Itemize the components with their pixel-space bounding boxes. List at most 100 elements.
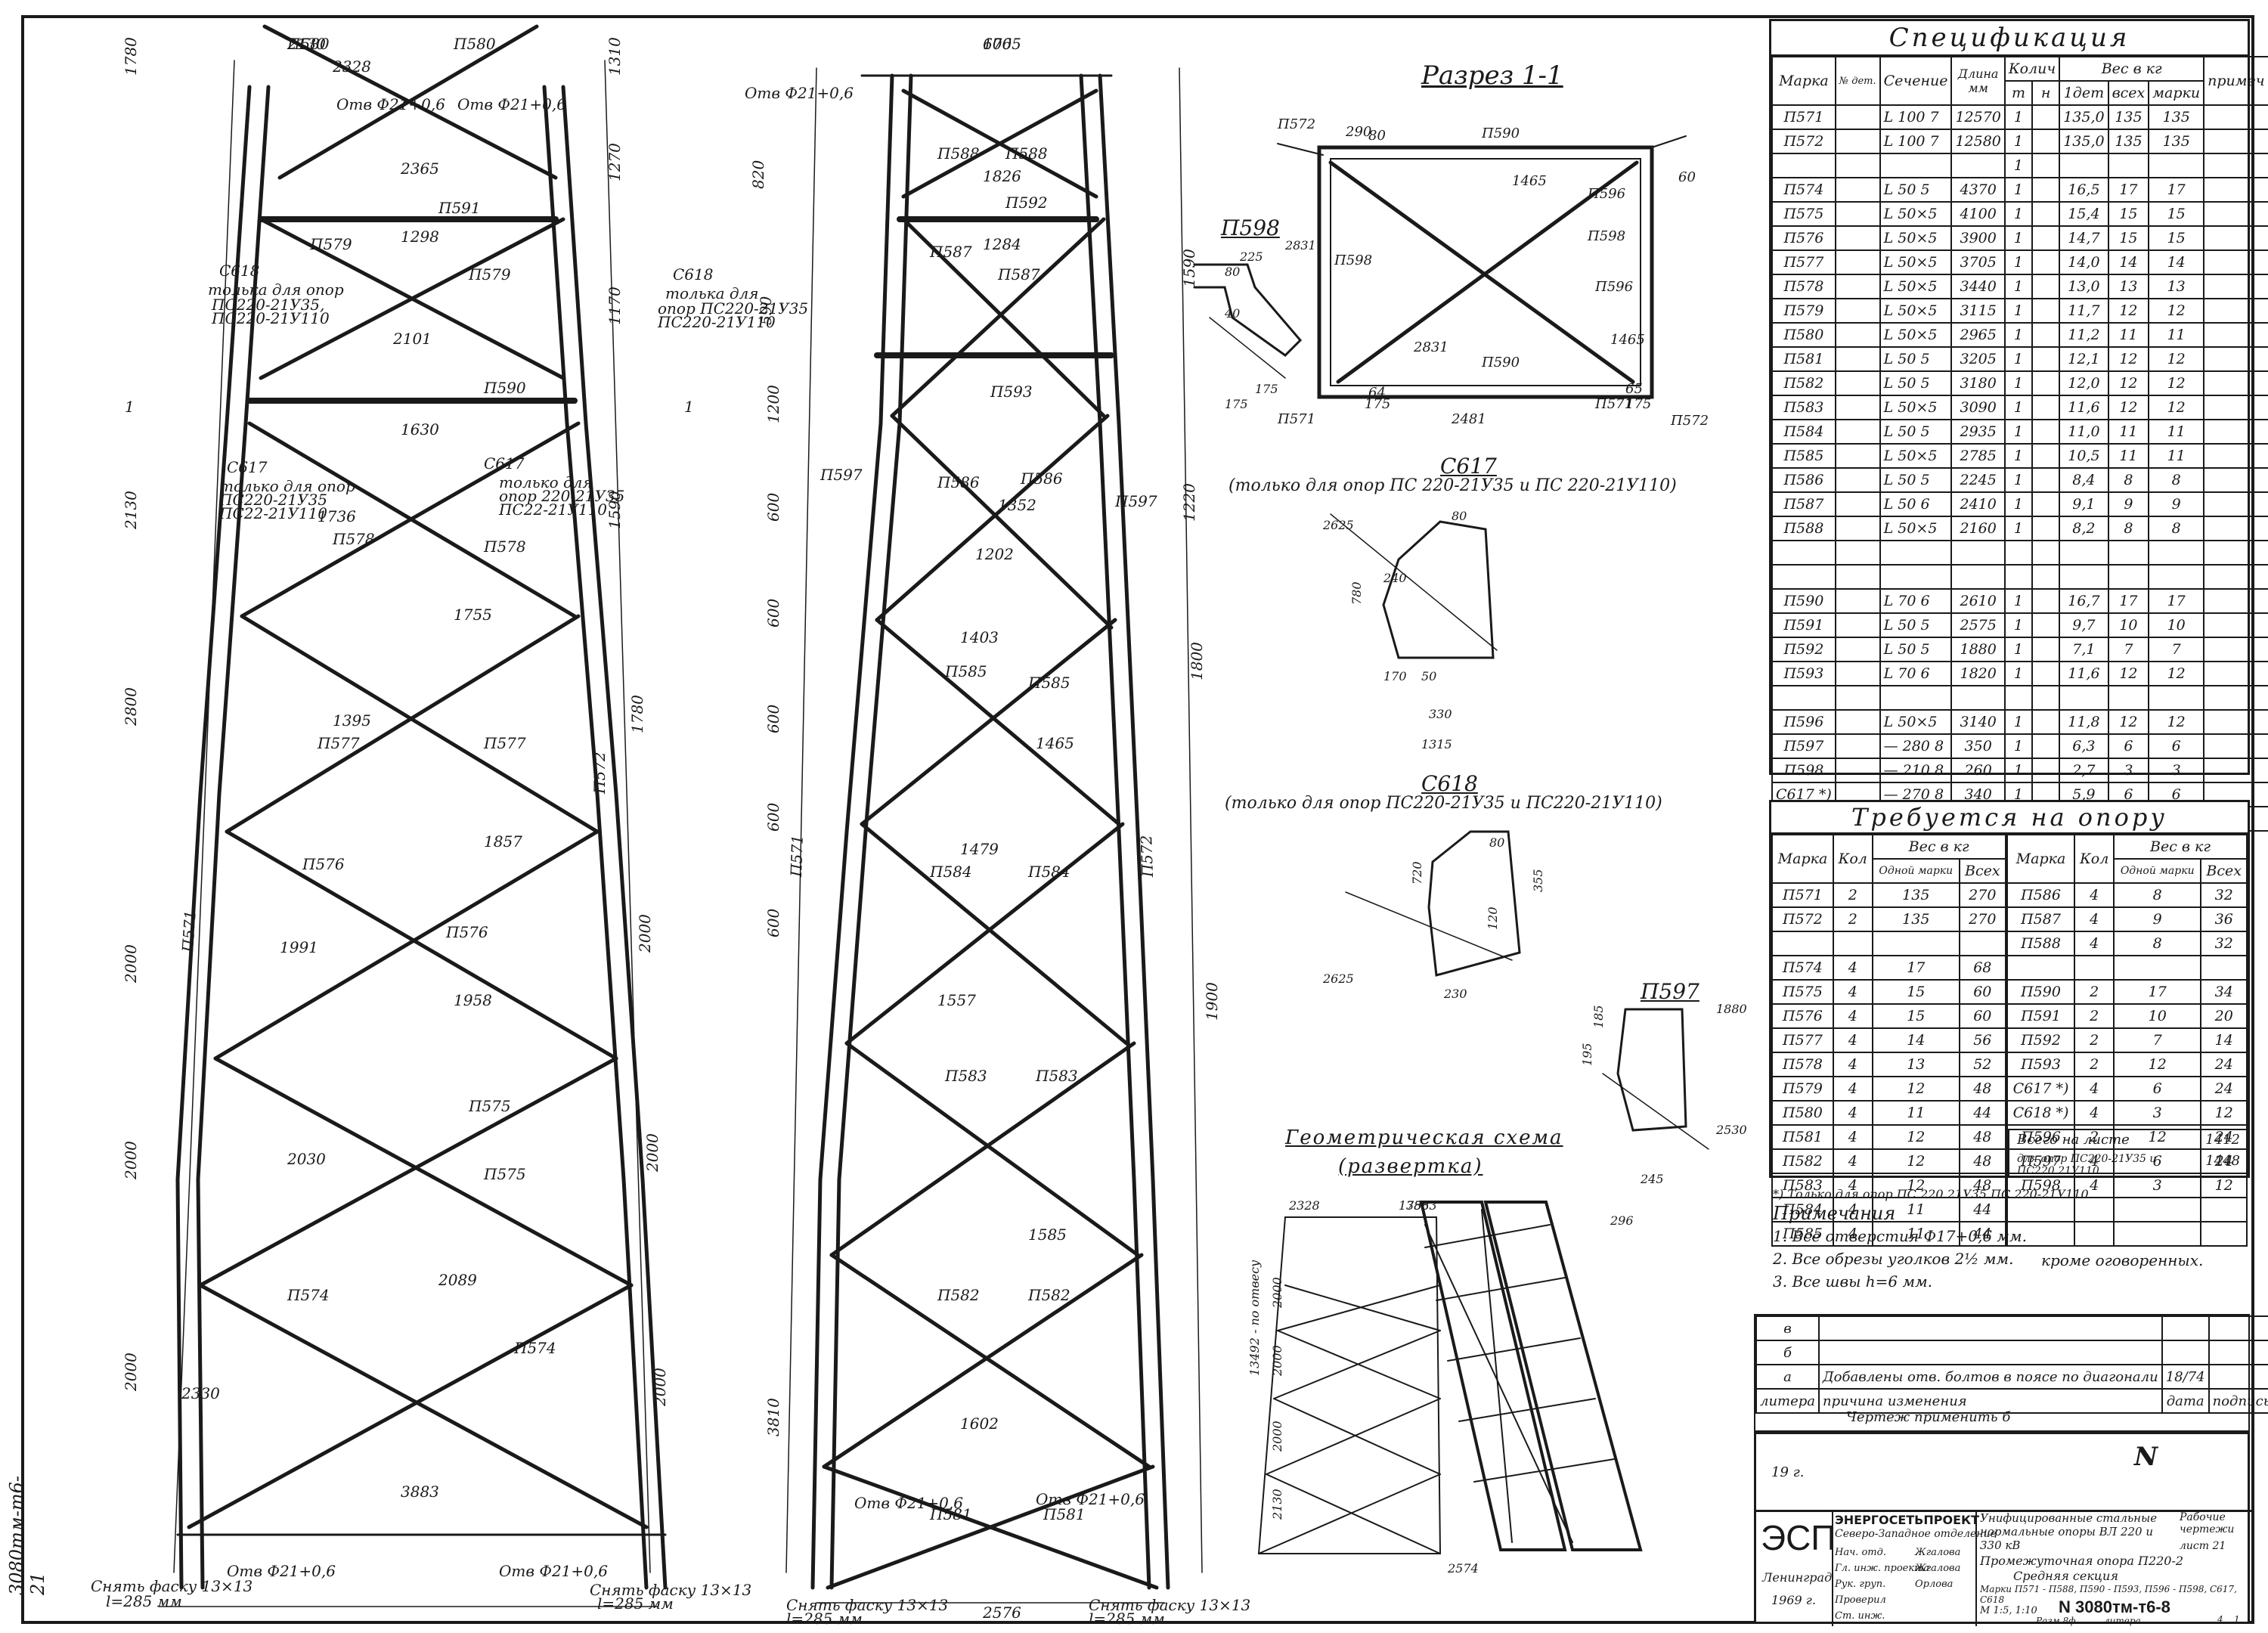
spec-cell — [2031, 129, 2061, 154]
drawing-label: 2330 — [181, 1384, 220, 1402]
spec-cell — [1771, 685, 1836, 711]
req-cell: 135 — [1871, 906, 1960, 932]
spec-cell: П580 — [1771, 322, 1836, 348]
spec-cell: 135 — [2107, 104, 2150, 130]
spec-cell: 11 — [2107, 419, 2150, 445]
name-4: Жгалова — [1915, 1563, 1961, 1574]
detail-label: 225 — [1239, 249, 1263, 264]
spec-cell: 13,0 — [2059, 274, 2109, 299]
spec-sh-t: т — [2003, 80, 2034, 106]
drawing-label: 1826 — [983, 167, 1021, 185]
spec-cell — [2031, 564, 2061, 590]
req-cell: 56 — [1958, 1027, 2007, 1053]
spec-cell-note — [2203, 370, 2268, 396]
change-cell: б — [1755, 1340, 1820, 1365]
drawing-label: 2000 — [643, 1133, 662, 1173]
spec-cell — [1879, 564, 1953, 590]
req-cell: 44 — [1958, 1100, 2007, 1126]
req-cell: 52 — [1958, 1052, 2007, 1077]
req-cell: П578 — [1771, 1052, 1834, 1077]
spec-cell — [1879, 153, 1953, 178]
spec-cell: 1 — [2003, 298, 2034, 324]
req-cell: 4 — [1832, 955, 1873, 981]
spec-cell: 11,6 — [2059, 661, 2109, 686]
spec-cell — [1879, 685, 1953, 711]
spec-cell — [1834, 129, 1881, 154]
req-cell: 24 — [2200, 1052, 2248, 1077]
drawing-label: 590 — [757, 296, 775, 325]
spec-cell: L 50×5 — [1879, 709, 1953, 735]
drawing-label: опор 220-21У35 — [499, 487, 624, 505]
spec-row — [1771, 564, 2268, 590]
req-cell: 48 — [1958, 1124, 2007, 1150]
drawing-label: П571 — [1594, 396, 1633, 412]
req-cell: П593 — [2004, 1052, 2076, 1077]
drawing-label: l=285 мм — [106, 1592, 182, 1610]
spec-cell-note — [2203, 758, 2268, 783]
req-cell: 24 — [2200, 1124, 2248, 1150]
req-sh-all: Всех — [1958, 858, 2007, 884]
spec-cell — [2107, 685, 2150, 711]
req-h-mark2: Марка — [2004, 834, 2076, 884]
spec-cell — [2031, 733, 2061, 759]
req-cell: 135 — [1871, 882, 1960, 908]
spec-cell — [1834, 153, 1881, 178]
spec-cell-note — [2203, 322, 2268, 348]
spec-cell: 4370 — [1950, 177, 2006, 203]
spec-cell: 2610 — [1950, 588, 2006, 614]
drawing-label: ПС220-21У35 — [218, 491, 327, 509]
drawing-label: 1755 — [454, 606, 492, 624]
drawing-label: 1585 — [1028, 1226, 1067, 1244]
spec-cell: П584 — [1771, 419, 1836, 445]
spec-cell — [2031, 612, 2061, 638]
spec-cell: L 50×5 — [1879, 443, 1953, 469]
req-cell: 68 — [1958, 955, 2007, 981]
drawing-label: ПС220-21У110 — [657, 313, 776, 331]
drawing-label: П581 — [929, 1505, 972, 1523]
spec-cell: 14,7 — [2059, 225, 2109, 251]
req-cell: 8 — [2113, 931, 2202, 956]
spec-cell-note — [2203, 516, 2268, 541]
req-cell: 3 — [2113, 1100, 2202, 1126]
staff-3: Рук. груп. — [1835, 1579, 1886, 1590]
req-cell: 4 — [2074, 906, 2115, 932]
spec-cell: 6 — [2148, 733, 2205, 759]
spec-cell: П583 — [1771, 395, 1836, 420]
change-cell: подпись — [2208, 1388, 2268, 1414]
spec-cell — [1950, 153, 2006, 178]
drawing-label: 3810 — [764, 1398, 782, 1436]
detail-label: 2000 — [1270, 1345, 1284, 1377]
drawing-label: Снять фаску 13×13 — [786, 1596, 948, 1614]
req-h-mark: Марка — [1771, 834, 1834, 884]
spec-cell — [2031, 588, 2061, 614]
spec-cell: L 50×5 — [1879, 201, 1953, 227]
notes-title: Примечания — [1773, 1203, 1896, 1224]
req-sh-one2: Одной марки — [2113, 858, 2202, 884]
spec-cell — [1834, 758, 1881, 783]
spec-cell-note — [2203, 467, 2268, 493]
detail-598-title: П598 — [1221, 215, 1280, 240]
spec-cell: 8 — [2107, 516, 2150, 541]
drawing-label: П579 — [309, 235, 352, 253]
spec-cell: П593 — [1771, 661, 1836, 686]
change-row: б — [1755, 1340, 2268, 1365]
notes-item-1: 1. Все отверстия Ф17+0,6 мм. — [1773, 1227, 2027, 1245]
drawing-label: ПС22-21У110 — [498, 500, 607, 519]
change-cell: причина изменения — [1818, 1388, 2163, 1414]
drawing-label: П586 — [937, 473, 980, 491]
drawing-label: 1602 — [960, 1415, 999, 1433]
spec-cell: 13 — [2107, 274, 2150, 299]
drawing-label: П577 — [483, 734, 526, 752]
spec-cell: L 50 5 — [1879, 467, 1953, 493]
req-cell: 17 — [2113, 979, 2202, 1005]
drawing-label: П598 — [1587, 228, 1625, 244]
spec-cell: 1 — [2003, 661, 2034, 686]
spec-cell: П582 — [1771, 370, 1836, 396]
change-cell — [2161, 1340, 2210, 1365]
detail-label: 2625 — [1322, 971, 1354, 986]
